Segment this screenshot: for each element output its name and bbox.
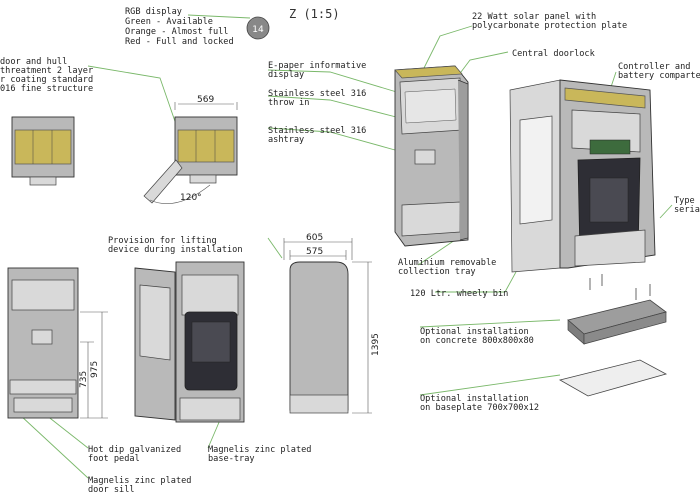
label-baseplate-2: on baseplate 700x700x12: [420, 403, 539, 413]
label-sill-2: door sill: [88, 485, 135, 495]
legend-line-4: Red - Full and locked: [125, 37, 234, 47]
label-steel-ashtray-2: ashtray: [268, 135, 304, 145]
legend-badge-icon: [246, 16, 270, 40]
label-base-tray-2: base-tray: [208, 454, 255, 464]
concrete-slab: [567, 274, 667, 345]
label-pedal-2: foot pedal: [88, 454, 140, 464]
dimension-top-width: 569: [197, 95, 214, 105]
label-base-tray-1: Magnelis zinc plated: [208, 445, 311, 455]
label-type-2: seria: [674, 205, 700, 215]
leader-lines: [19, 14, 673, 479]
label-controller-1: Controller and: [618, 62, 690, 72]
label-controller-2: battery comparte: [618, 71, 700, 81]
top-view-open: [143, 102, 238, 204]
label-door-hull-3: r coating standard: [0, 75, 93, 85]
label-door-hull-2: threatment 2 layer: [0, 66, 93, 76]
label-bin: 120 Ltr. wheely bin: [410, 289, 508, 299]
top-view-closed: [11, 116, 75, 186]
dimension-1395: 1395: [371, 333, 381, 356]
label-pedal-1: Hot dip galvanized: [88, 445, 181, 455]
callout-labels: door and hull threatment 2 layer r coati…: [0, 12, 700, 495]
legend-badge-text: 14: [252, 25, 264, 35]
baseplate: [558, 359, 668, 397]
side-view: [283, 238, 372, 414]
bin-3d-open: [509, 79, 656, 273]
label-tray-1: Aluminium removable: [398, 258, 496, 268]
legend-line-3: Orange - Almost full: [125, 27, 228, 37]
dimension-605: 605: [306, 233, 323, 243]
dimension-975: 975: [90, 361, 100, 378]
label-concrete-2: on concrete 800x800x80: [420, 336, 534, 346]
legend-line-1: RGB display: [125, 7, 182, 17]
label-sill-1: Magnelis zinc plated: [88, 476, 191, 486]
label-steel-ashtray-1: Stainless steel 316: [268, 126, 366, 136]
dimension-575: 575: [306, 247, 323, 257]
label-door-hull-4: 016 fine structure: [0, 84, 93, 94]
label-epaper-1: E-paper informative: [268, 61, 366, 71]
label-steel-throw-2: throw in: [268, 98, 309, 108]
label-baseplate-1: Optional installation: [420, 394, 529, 404]
label-epaper-2: display: [268, 70, 304, 80]
label-solar-1: 22 Watt solar panel with: [472, 12, 596, 22]
scale-label: Z (1:5): [289, 7, 340, 21]
dimension-735: 735: [79, 371, 89, 388]
label-steel-throw-1: Stainless steel 316: [268, 89, 366, 99]
legend-line-2: Green - Available: [125, 17, 213, 27]
label-concrete-1: Optional installation: [420, 327, 529, 337]
dimension-door-angle: 120°: [180, 193, 202, 203]
label-solar-2: polycarbonate protection plate: [472, 21, 627, 31]
label-type-1: Type: [674, 196, 695, 206]
label-tray-2: collection tray: [398, 267, 476, 277]
label-lifting-2: device during installation: [108, 245, 243, 255]
legend-block: RGB display Green - Available Orange - A…: [125, 7, 270, 47]
front-view: [7, 267, 108, 419]
open-cabinet-view: [134, 261, 245, 423]
label-lifting-1: Provision for lifting: [108, 236, 217, 246]
bin-3d-closed: Z (1:5): [394, 65, 469, 247]
label-doorlock: Central doorlock: [512, 49, 596, 59]
label-door-hull-1: door and hull: [0, 57, 67, 67]
